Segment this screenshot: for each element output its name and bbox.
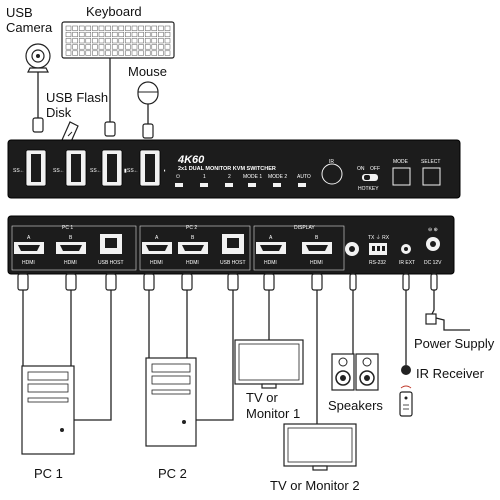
mode-button[interactable] <box>392 167 411 186</box>
rear-pc1-label: PC 1 <box>62 225 73 231</box>
indicator-group: ⏻ 1 2 MODE 1 MODE 2 AUTO <box>175 174 311 187</box>
svg-text:◖: ◖ <box>163 168 166 174</box>
display-hdmi-b-port: B HDMI <box>302 235 332 266</box>
svg-text:HDMI: HDMI <box>310 260 323 266</box>
rear-cables <box>17 273 438 430</box>
svg-text:HDMI: HDMI <box>22 260 35 266</box>
svg-text:A: A <box>27 235 31 241</box>
pc1-usb-host-port: USB HOST <box>98 234 124 266</box>
pc-1-label: PC 1 <box>34 466 63 481</box>
rs232-port: TX ⏚ RX RS-232 <box>368 234 390 266</box>
speakers-label: Speakers <box>328 398 383 413</box>
svg-text:IR EXT: IR EXT <box>399 260 415 266</box>
svg-text:USB HOST: USB HOST <box>220 260 246 266</box>
svg-text:B: B <box>191 235 195 241</box>
rear-panel: PC 1 PC 2 DISPLAY A HDMI B HDMI A HDMI B HDMI A H… <box>7 215 455 275</box>
pc2-hdmi-b-port: B HDMI <box>178 235 208 266</box>
mouse-icon <box>137 81 159 124</box>
brand-text: 4K60 <box>177 154 205 166</box>
svg-text:USB HOST: USB HOST <box>98 260 124 266</box>
power-adapter-icon <box>425 313 470 331</box>
svg-text:SS←: SS← <box>90 168 102 174</box>
svg-text:⊖ ⊕: ⊖ ⊕ <box>428 227 438 233</box>
usb-flash-label-line2: Disk <box>46 105 72 120</box>
monitor-1-label-line2: Monitor 1 <box>246 406 300 421</box>
svg-text:HDMI: HDMI <box>150 260 163 266</box>
front-panel: SS← SS← SS← ▮ SS← ◖ 4K60 2x1 DUAL MONITO… <box>7 139 461 199</box>
ir-ext-port: IR EXT <box>399 244 415 266</box>
monitor-1-label-line1: TV or <box>246 390 278 405</box>
svg-text:A: A <box>269 235 273 241</box>
mode1-indicator-label: MODE 1 <box>243 174 262 180</box>
select-button[interactable] <box>422 167 441 186</box>
mode2-indicator-label: MODE 2 <box>268 174 287 180</box>
pc1-hdmi-b-port: B HDMI <box>56 235 86 266</box>
monitor-2-icon <box>283 423 357 471</box>
svg-text:OFF: OFF <box>370 166 380 172</box>
usb-connector-icons <box>32 117 154 139</box>
svg-text:TX ⏚ RX: TX ⏚ RX <box>368 234 390 241</box>
svg-text:B: B <box>315 235 319 241</box>
keyboard-label: Keyboard <box>86 4 142 19</box>
pc-1-tower-icon <box>21 365 75 455</box>
svg-text:HDMI: HDMI <box>186 260 199 266</box>
remote-control-icon <box>399 385 413 417</box>
svg-text:RS-232: RS-232 <box>369 260 386 266</box>
svg-text:DC 12V: DC 12V <box>424 260 442 266</box>
svg-text:B: B <box>69 235 73 241</box>
svg-text:HDMI: HDMI <box>264 260 277 266</box>
ir-window <box>321 163 343 185</box>
display-hdmi-a-port: A HDMI <box>256 235 286 266</box>
ir-receiver-label: IR Receiver <box>416 366 485 381</box>
mouse-label: Mouse <box>128 64 167 79</box>
usb-camera-label-line2: Camera <box>6 20 53 35</box>
power-supply-label: Power Supply <box>414 336 495 351</box>
power-indicator-label: ⏻ <box>176 174 180 180</box>
front-usb-port-3: SS← ▮ <box>90 149 127 187</box>
ir-receiver-icon <box>401 365 411 375</box>
usb-camera-label-line1: USB <box>6 5 33 20</box>
auto-indicator-label: AUTO <box>297 174 311 180</box>
pc1-hdmi-a-port: A HDMI <box>14 235 44 266</box>
speakers-icon <box>331 353 379 391</box>
rear-display-label: DISPLAY <box>294 225 315 231</box>
svg-text:SS←: SS← <box>13 168 25 174</box>
svg-text:▮: ▮ <box>124 168 127 174</box>
front-usb-port-4: SS← ◖ <box>127 149 166 187</box>
front-usb-port-1: SS← <box>13 149 47 187</box>
pc2-indicator-label: 2 <box>228 174 231 180</box>
pc2-usb-host-port: USB HOST <box>220 234 246 266</box>
pc-2-label: PC 2 <box>158 466 187 481</box>
svg-text:HOTKEY: HOTKEY <box>358 186 379 192</box>
mode-button-label: MODE <box>393 159 409 165</box>
monitor-2-label: TV or Monitor 2 <box>270 478 360 493</box>
pc2-hdmi-a-port: A HDMI <box>142 235 172 266</box>
svg-text:A: A <box>155 235 159 241</box>
monitor-1-icon <box>234 339 304 389</box>
svg-text:ON: ON <box>357 166 365 172</box>
front-usb-port-2: SS← <box>53 149 87 187</box>
dc-power-port: ⊖ ⊕ DC 12V <box>424 227 442 266</box>
svg-text:SS←: SS← <box>53 168 65 174</box>
svg-text:SS←: SS← <box>127 168 139 174</box>
product-subtitle: 2x1 DUAL MONITOR KVM SWITCHER <box>178 166 276 172</box>
hotkey-switch[interactable]: ON OFF HOTKEY <box>357 166 380 192</box>
ir-label: IR <box>329 159 334 165</box>
usb-flash-label-line1: USB Flash <box>46 90 108 105</box>
svg-text:HDMI: HDMI <box>64 260 77 266</box>
pc1-indicator-label: 1 <box>203 174 206 180</box>
keyboard-icon <box>61 21 175 122</box>
usb-camera-icon <box>25 43 51 118</box>
rear-pc2-label: PC 2 <box>186 225 197 231</box>
pc-2-tower-icon <box>145 357 197 447</box>
select-button-label: SELECT <box>421 159 440 165</box>
